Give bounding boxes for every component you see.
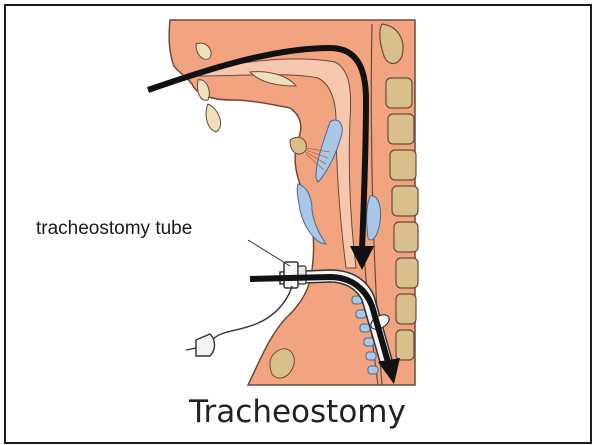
tracheostomy-tube-label: tracheostomy tube xyxy=(36,218,192,240)
label-leader-line xyxy=(248,240,290,266)
diagram-caption: Tracheostomy xyxy=(0,394,595,430)
